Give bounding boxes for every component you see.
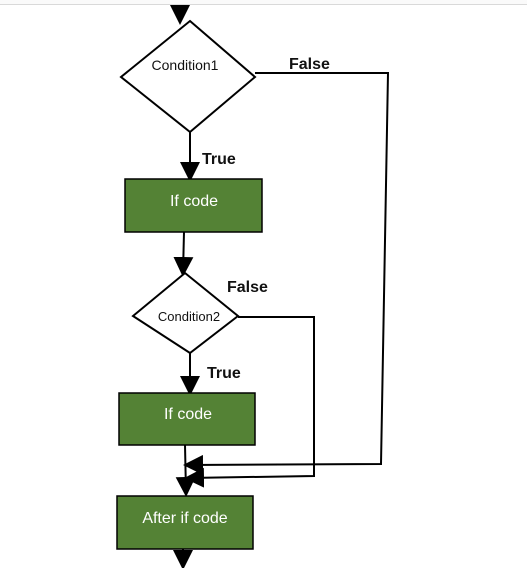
if-code-box-2 [118, 392, 256, 446]
condition2-true-label: True [207, 365, 241, 382]
condition1-label: Condition1 [152, 57, 219, 73]
condition1-diamond [119, 19, 257, 134]
if-code-label-2: If code [164, 406, 212, 423]
condition1-true-label: True [202, 151, 236, 168]
condition2-false-label: False [227, 279, 268, 296]
if-code-box-1 [124, 178, 263, 233]
condition1-false-label: False [289, 56, 330, 73]
merge-to-after-arrow [175, 444, 196, 497]
top-divider [0, 0, 527, 5]
after-if-code-box [116, 495, 254, 550]
after-if-code-label: After if code [142, 510, 227, 527]
if-code-label-1: If code [170, 193, 218, 210]
condition1-false-arrow [183, 72, 390, 475]
condition2-label: Condition2 [158, 309, 220, 324]
condition2-false-arrow [184, 316, 315, 488]
if-code-1-to-condition2-arrow [173, 231, 194, 277]
